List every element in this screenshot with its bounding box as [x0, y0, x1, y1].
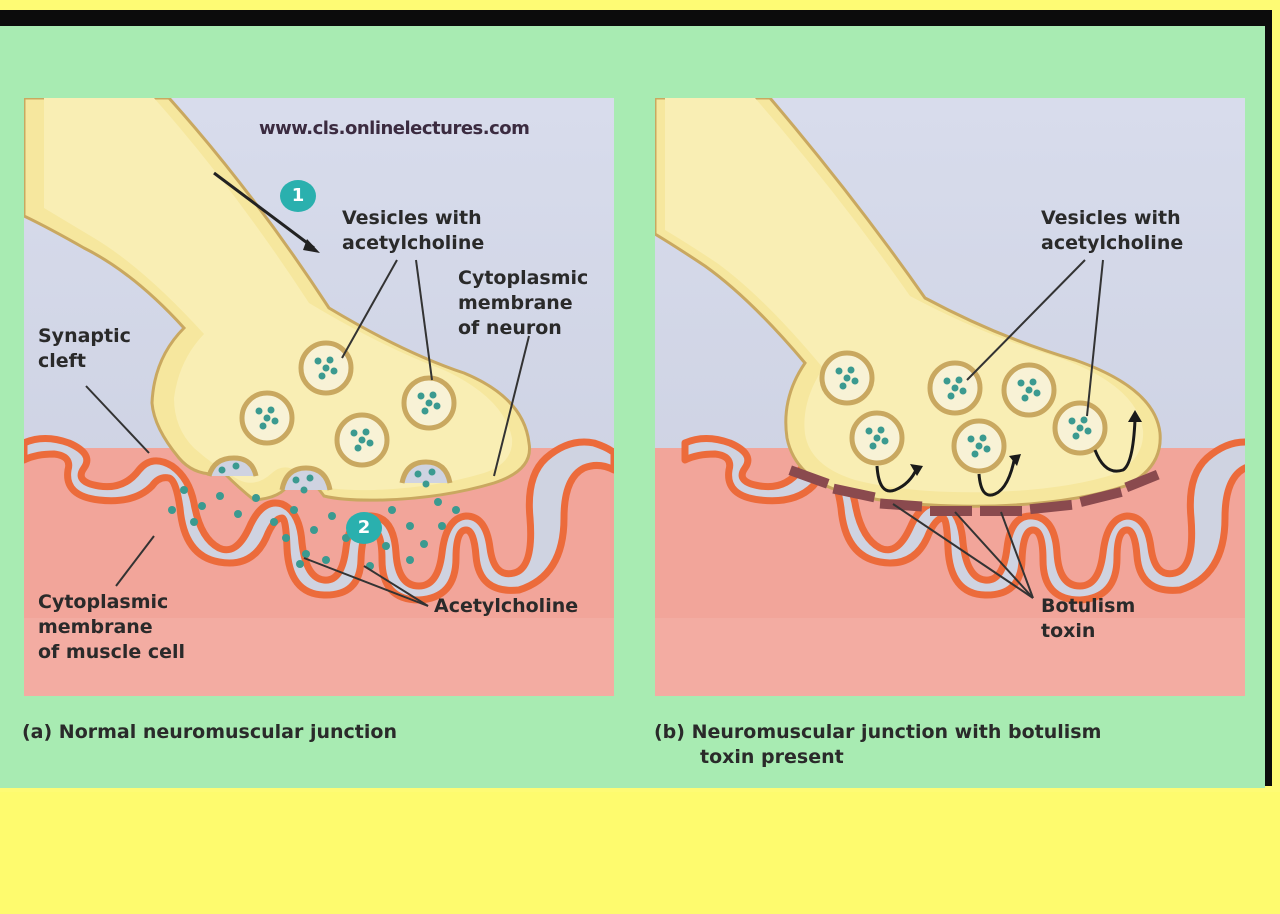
muscle-membrane-folds — [24, 435, 614, 604]
vesicles-pointer-line — [415, 259, 433, 381]
vesicle — [334, 412, 390, 468]
vesicle — [819, 350, 875, 406]
muscle-membrane-label: Cytoplasmic membrane of muscle cell — [38, 591, 186, 663]
neuron-membrane-pointer-line — [493, 335, 530, 477]
toxin-pointer-line — [954, 511, 1034, 599]
panel-botulism-junction: Vesicles with acetylcholine Botulism tox… — [655, 98, 1245, 696]
watermark-text: www.cls.onlinelectures.com — [259, 118, 530, 139]
vesicle — [239, 390, 295, 446]
synaptic-cleft-label: Synaptic cleft — [38, 325, 131, 372]
muscle-membrane-pointer-line — [115, 535, 155, 587]
blocked-release-arrows — [875, 419, 1137, 497]
muscle-membrane-folds — [681, 435, 1245, 604]
fusing-vesicle — [279, 465, 333, 494]
step-2-marker: 2 — [346, 512, 382, 544]
vesicle — [1001, 362, 1057, 418]
acetylcholine-pointer-line — [303, 557, 429, 607]
neuron-highlight — [44, 98, 513, 491]
vesicle — [1052, 400, 1108, 456]
fusing-vesicle — [399, 459, 453, 488]
blocked-release-arrowheads — [910, 410, 1142, 476]
panel-normal-junction: www.cls.onlinelectures.com 1 2 Vesicles … — [24, 98, 614, 696]
caption-a: (a) Normal neuromuscular junction — [22, 721, 397, 743]
impulse-arrowhead — [303, 239, 320, 253]
acetylcholine-label: Acetylcholine — [434, 595, 579, 617]
vesicles-pointer-line — [966, 259, 1086, 381]
acetylcholine-pointer-line — [363, 565, 429, 607]
botulism-junction-illustration — [655, 98, 1245, 696]
neuron-membrane-label: Cytoplasmic membrane of neuron — [458, 267, 589, 339]
vesicle — [951, 418, 1007, 474]
toxin-pointer-line — [1000, 511, 1034, 599]
toxin-label: Botulism toxin — [1041, 595, 1136, 642]
caption-b-line2: toxin present — [700, 746, 844, 768]
muscle-lower-shade — [24, 618, 614, 696]
fusing-vesicle — [206, 455, 259, 477]
lower-band — [0, 792, 1280, 914]
botulism-toxin-bands — [788, 465, 1160, 516]
impulse-arrow — [213, 171, 315, 250]
toxin-pointer-line — [892, 503, 1034, 599]
vesicles-pointer-line — [1086, 259, 1104, 417]
vesicle — [849, 410, 905, 466]
vesicle — [401, 375, 457, 431]
normal-junction-illustration — [24, 98, 614, 696]
step-1-marker: 1 — [280, 180, 316, 212]
vesicles-pointer-line — [341, 259, 398, 359]
muscle-lower-shade — [655, 618, 1245, 696]
caption-b-line1: (b) Neuromuscular junction with botulism — [654, 721, 1102, 743]
vesicle — [298, 340, 354, 396]
synaptic-cleft-pointer-line — [85, 385, 150, 454]
vesicles-label: Vesicles with acetylcholine — [342, 207, 485, 254]
vesicles-label: Vesicles with acetylcholine — [1041, 207, 1184, 254]
vesicle — [927, 360, 983, 416]
